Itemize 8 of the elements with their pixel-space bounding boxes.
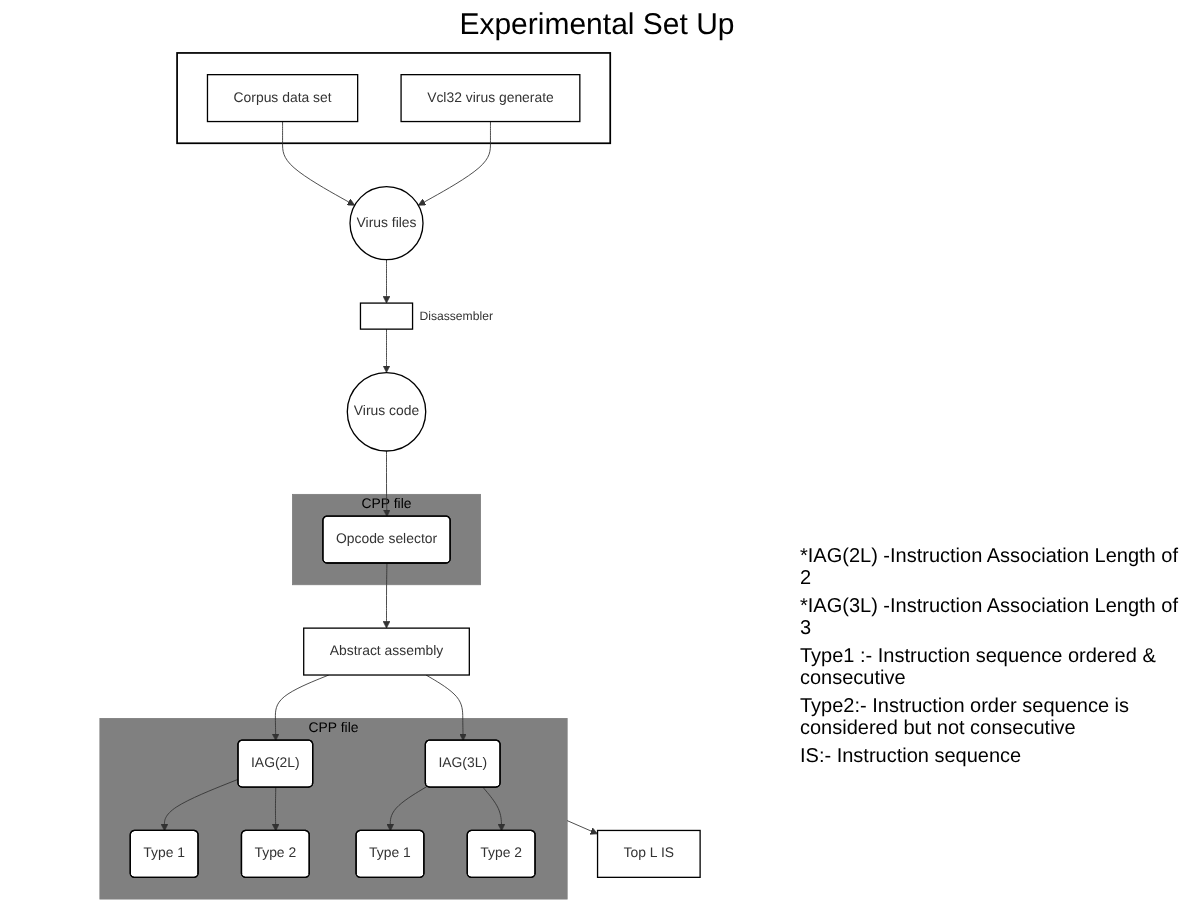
cluster xyxy=(176,52,612,145)
node-box xyxy=(359,302,414,330)
note-text: *IAG(2L) -Instruction Association Length of 2 xyxy=(800,546,1180,590)
note-text: *IAG(3L) -Instruction Association Length of 3 xyxy=(800,596,1180,640)
diagram-title: Experimental Set Up xyxy=(457,8,737,42)
note-text: IS:- Instruction sequence xyxy=(800,746,1024,768)
note-text: Type1 :- Instruction sequence ordered & consecutive xyxy=(800,646,1158,690)
note-text: Type2:- Instruction order sequence is considered but not consecutive xyxy=(800,696,1132,740)
